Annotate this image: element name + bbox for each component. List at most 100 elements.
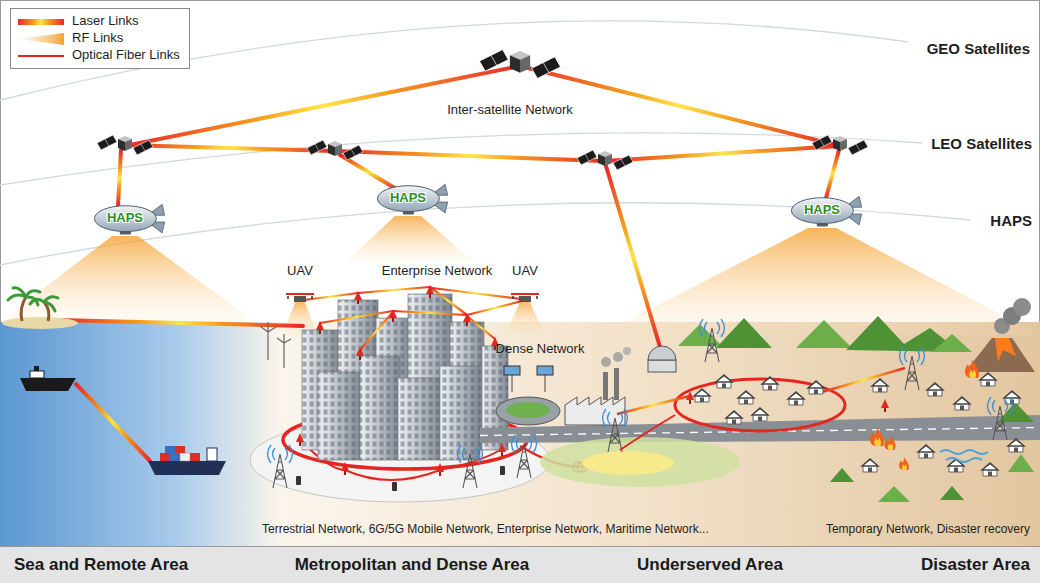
island	[2, 317, 78, 329]
airship-outline	[94, 206, 156, 232]
antenna	[498, 443, 506, 456]
house	[918, 445, 934, 458]
house	[726, 411, 742, 424]
legend-text: Laser Links	[72, 14, 138, 28]
house	[1008, 439, 1024, 452]
enterprise-link	[304, 287, 522, 350]
haps-airship: HAPS	[376, 183, 448, 217]
building	[318, 372, 362, 460]
uav	[294, 296, 306, 302]
laser-link	[56, 66, 840, 461]
uav	[286, 293, 314, 295]
legend-sample	[18, 19, 64, 25]
cell-tower	[512, 435, 537, 478]
antenna	[881, 399, 889, 412]
mountain	[878, 486, 910, 502]
network-label: Inter-satellite Network	[447, 103, 573, 118]
ship	[148, 461, 226, 475]
ground-station	[648, 346, 676, 360]
laser-link	[340, 155, 398, 190]
enterprise-link	[358, 287, 430, 293]
ship	[175, 446, 185, 453]
network-label: Enterprise Network	[382, 264, 493, 279]
legend-sample	[18, 33, 64, 45]
airship-outline	[402, 211, 414, 215]
ship	[20, 378, 76, 391]
house	[762, 377, 778, 390]
rf-beam	[0, 236, 255, 322]
island	[8, 288, 40, 305]
mountain	[998, 402, 1034, 422]
legend-text: Optical Fiber Links	[72, 48, 180, 62]
house	[716, 375, 732, 388]
airship-outline	[816, 223, 828, 227]
underserved-coverage	[822, 368, 905, 392]
haps-text: HAPS	[390, 191, 426, 205]
ship	[160, 453, 170, 461]
ground	[0, 322, 1040, 546]
antenna	[341, 462, 349, 475]
legend-text: RF Links	[72, 31, 123, 45]
area-name: Underserved Area	[637, 556, 783, 575]
factory	[601, 357, 611, 367]
ship	[180, 453, 190, 461]
rf-beam	[505, 300, 545, 335]
orbit-label: GEO Satellites	[927, 40, 1030, 57]
rf-beam	[346, 216, 474, 262]
phone	[296, 476, 301, 485]
ship	[165, 446, 175, 453]
stadium	[537, 366, 553, 375]
ship	[20, 366, 226, 475]
area-name: Sea and Remote Area	[14, 556, 188, 575]
area-name: Disaster Area	[921, 556, 1030, 575]
orbit-label: LEO Satellites	[931, 135, 1032, 152]
stadium	[504, 366, 520, 375]
mountain	[1008, 454, 1034, 472]
antenna	[356, 347, 364, 360]
house	[808, 381, 824, 394]
legend-sample	[18, 32, 64, 46]
legend-row: RF Links	[18, 30, 180, 47]
network-note: Terrestrial Network, 6G/5G Mobile Networ…	[262, 523, 709, 537]
cell-tower	[603, 409, 628, 452]
antenna	[463, 313, 471, 326]
antenna	[316, 321, 324, 334]
haps-text: HAPS	[804, 203, 840, 217]
rf-beam	[0, 216, 1040, 336]
legend-row: Laser Links	[18, 13, 180, 30]
stadium	[506, 402, 550, 418]
cell-tower	[268, 445, 293, 488]
satellite	[812, 135, 868, 155]
house	[862, 459, 878, 472]
layer-label: HAPS	[990, 212, 1032, 229]
phone	[500, 466, 505, 475]
network-note: Temporary Network, Disaster recovery	[826, 523, 1030, 537]
antenna	[354, 291, 362, 304]
laser-link	[826, 150, 839, 198]
antenna	[436, 463, 444, 476]
fire	[870, 428, 884, 446]
cell-tower	[268, 319, 1013, 488]
satellite	[97, 135, 153, 155]
stadium	[496, 397, 560, 425]
uav	[286, 294, 539, 302]
laser-link	[125, 145, 335, 151]
laser-link	[76, 384, 150, 461]
underserved-coverage	[540, 437, 740, 487]
fire	[884, 436, 895, 450]
uav	[288, 296, 312, 299]
legend-box: Laser Links RF LinksOptical Fiber Links	[10, 8, 190, 69]
uav-label: UAV	[512, 264, 538, 279]
enterprise-link	[467, 316, 495, 339]
factory	[614, 368, 619, 400]
volcano	[995, 338, 1016, 362]
laser-link	[605, 146, 840, 161]
ground-station	[648, 346, 676, 372]
building	[318, 372, 362, 460]
fire	[870, 360, 979, 470]
cell-tower	[700, 319, 725, 362]
phone	[392, 482, 397, 491]
